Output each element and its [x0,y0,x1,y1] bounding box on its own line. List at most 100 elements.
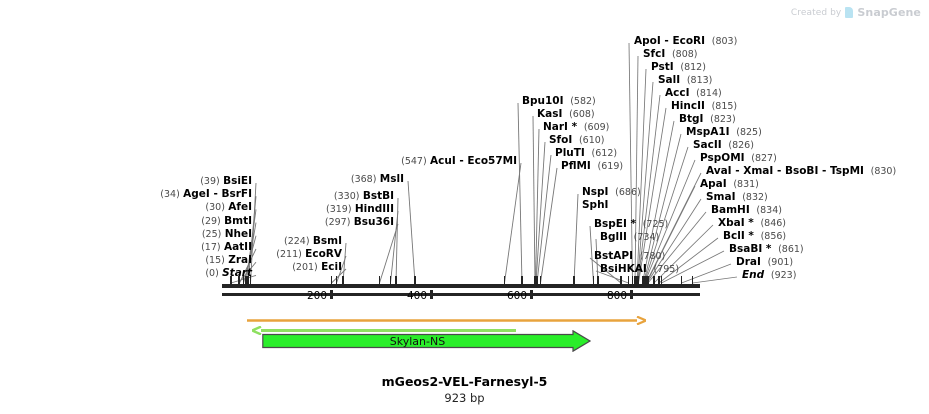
ruler-tick-label: 200 [306,290,327,302]
cut-site-tick [535,276,537,285]
enzyme-label-acui-eco57mi[interactable]: (547) AcuI - Eco57MI [401,155,517,168]
cut-site-tick [634,276,636,285]
enzyme-label-drai[interactable]: DraI (901) [736,256,794,269]
cut-site-tick [249,276,252,285]
enzyme-label-bsabi[interactable]: BsaBI * (861) [729,243,804,256]
snapgene-watermark: Created by SnapGene [791,6,921,19]
cut-site-tick [539,276,542,285]
ruler-axis [222,293,700,296]
enzyme-label-bglii[interactable]: BglII (734) [600,231,660,244]
cut-site-tick [389,276,392,285]
cut-site-tick [627,276,630,285]
sequence-length: 923 bp [444,391,485,405]
enzyme-label-smai[interactable]: SmaI (832) [706,191,768,204]
enzyme-label-nhei[interactable]: (25) NheI [201,227,252,240]
enzyme-label-kasi[interactable]: KasI (608) [537,108,595,121]
green-orf-arrow[interactable] [248,320,516,339]
enzyme-label-sali[interactable]: SalI (813) [658,74,713,87]
ruler-tick-label: 600 [506,290,527,302]
enzyme-label-bmti[interactable]: (29) BmtI [201,214,252,227]
enzyme-label-bpu10i[interactable]: Bpu10I (582) [522,95,596,108]
cut-site-tick [238,276,241,285]
cut-site-tick [247,276,249,285]
enzyme-label-sacii[interactable]: SacII (826) [693,139,754,152]
cut-site-tick [335,276,338,285]
cut-site-tick [242,276,245,285]
enzyme-label-afei[interactable]: (30) AfeI [205,201,252,214]
enzyme-label-end[interactable]: End (923) [742,269,797,282]
cut-site-tick [395,276,397,285]
ruler-tick-label: 800 [606,290,627,302]
cut-site-tick [647,276,649,285]
cut-site-tick [342,276,344,285]
enzyme-label-ecorv[interactable]: (211) EcoRV [276,248,342,261]
enzyme-label-bstapi[interactable]: BstAPI (780) [594,250,666,263]
enzyme-label-sfci[interactable]: SfcI (808) [643,48,698,61]
enzyme-label-sfoi[interactable]: SfoI (610) [549,134,605,147]
enzyme-label-zrai[interactable]: (15) ZraI [205,254,252,267]
cut-site-tick [230,276,232,285]
ruler-tick [529,290,533,299]
enzyme-label-bsiei[interactable]: (39) BsiEI [200,175,252,188]
enzyme-label-apoi-ecori[interactable]: ApoI - EcoRI (803) [634,35,738,48]
enzyme-label-start[interactable]: (0) Start [205,267,252,280]
enzyme-label-bstbi[interactable]: (330) BstBI [333,190,394,203]
cut-site-tick [237,276,240,285]
cut-site-tick [378,276,381,285]
enzyme-label-bspei[interactable]: BspEI * (725) [594,218,669,231]
cut-site-tick [414,276,416,285]
feature-arrow-skylan-ns[interactable] [262,329,592,356]
cut-site-tick [680,276,683,285]
cut-site-tick [244,276,247,285]
cut-site-tick [573,276,575,285]
cut-site-tick [330,276,333,285]
enzyme-label-aatii[interactable]: (17) AatII [201,241,252,254]
enzyme-label-msli[interactable]: (368) MslI [350,173,404,186]
cut-site-tick [631,276,634,285]
enzyme-label-bcli[interactable]: BclI * (856) [723,230,787,243]
enzyme-label-ecii[interactable]: (201) EciI [292,261,342,274]
enzyme-label-bsmi[interactable]: (224) BsmI [284,235,342,248]
enzyme-label-hindiii[interactable]: (319) HindIII [326,203,394,216]
enzyme-label-agei-bsrfi[interactable]: (34) AgeI - BsrFI [160,188,252,201]
cut-site-tick [536,276,538,285]
enzyme-label-acci[interactable]: AccI (814) [665,87,722,100]
sequence-backbone [222,284,700,288]
cut-site-tick [503,276,506,285]
map-title-block: mGeos2-VEL-Farnesyl-5 923 bp [0,374,929,405]
cut-site-tick [592,276,595,285]
cut-site-tick [521,276,523,285]
enzyme-label-bsu36i[interactable]: (297) Bsu36I [324,216,394,229]
enzyme-label-avai-xmai-bsobi-tspmi[interactable]: AvaI - XmaI - BsoBI - TspMI (830) [706,165,897,178]
enzyme-label-hincii[interactable]: HincII (815) [671,100,738,113]
enzyme-label-apai[interactable]: ApaI (831) [700,178,759,191]
ruler-tick-label: 400 [406,290,427,302]
cut-site-tick [653,276,655,285]
enzyme-label-pspomi[interactable]: PspOMI (827) [700,152,777,165]
enzyme-label-nari[interactable]: NarI * (609) [543,121,610,134]
cut-site-tick [641,276,644,285]
enzyme-label-sphi[interactable]: SphI [582,199,609,211]
cut-site-tick [643,276,646,285]
watermark-brand: SnapGene [857,6,921,19]
enzyme-label-pluti[interactable]: PluTI (612) [555,147,618,160]
page-title: mGeos2-VEL-Farnesyl-5 [381,374,548,389]
ruler-tick [629,290,633,299]
enzyme-label-mspa1i[interactable]: MspA1I (825) [686,126,762,139]
cut-site-tick [597,276,599,285]
cut-site-tick [637,276,640,285]
cut-site-tick [660,276,663,285]
watermark-prefix: Created by [790,7,842,18]
enzyme-label-bamhi[interactable]: BamHI (834) [711,204,782,217]
ruler-tick [329,290,333,299]
cut-site-tick [620,276,622,285]
enzyme-label-bsihkai[interactable]: BsiHKAI (795) [600,263,680,276]
enzyme-label-pflmi[interactable]: PflMI (619) [561,160,624,173]
enzyme-label-psti[interactable]: PstI (812) [651,61,706,74]
enzyme-label-xbai[interactable]: XbaI * (846) [718,217,786,230]
cut-site-tick [658,276,660,285]
cut-site-tick [691,276,694,285]
enzyme-label-btgi[interactable]: BtgI (823) [679,113,736,126]
ruler-tick [429,290,433,299]
enzyme-label-nspi[interactable]: NspI (686) [582,186,641,199]
